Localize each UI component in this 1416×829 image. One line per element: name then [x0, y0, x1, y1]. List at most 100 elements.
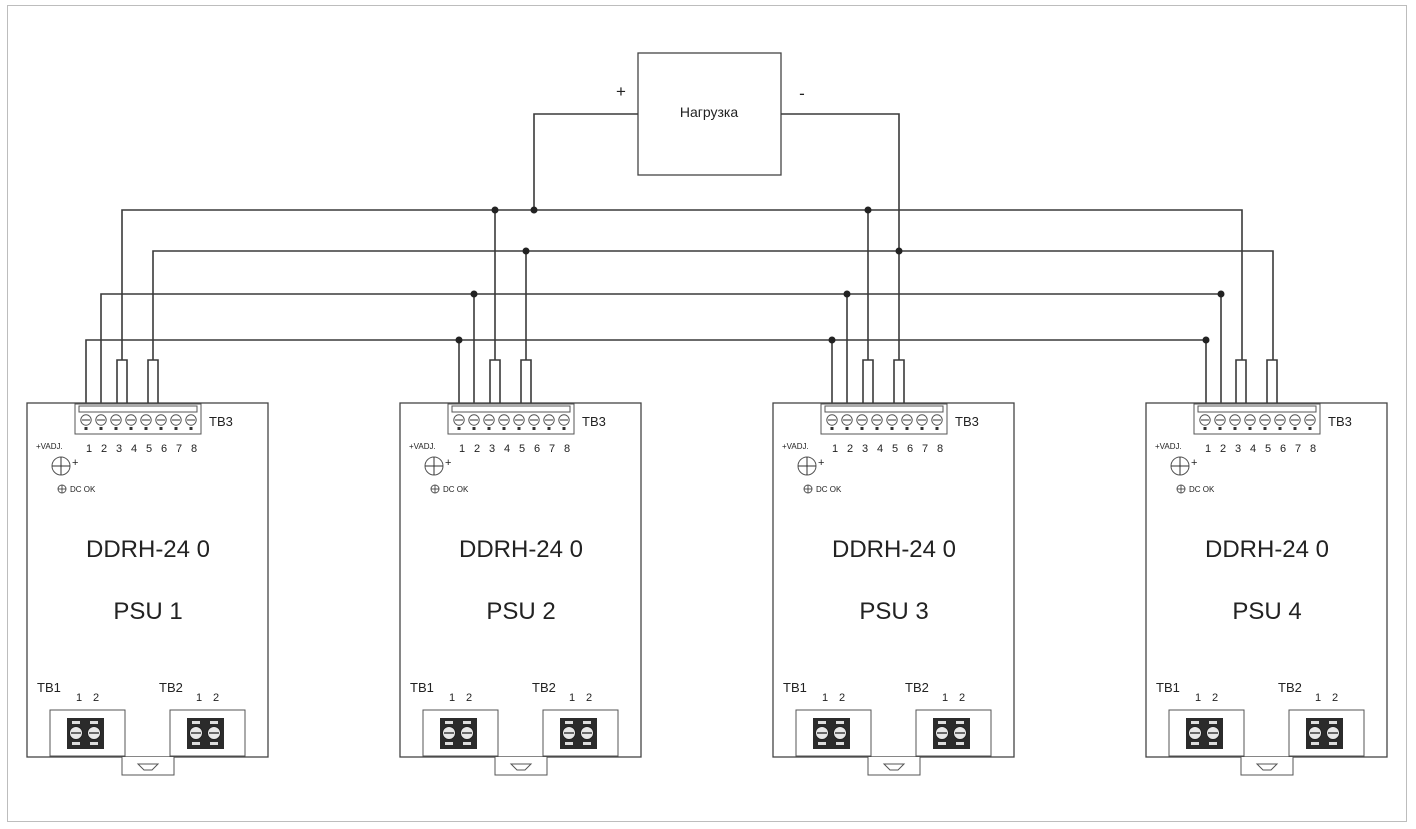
junction-dot	[1202, 336, 1210, 344]
tb1-pin-label: 1	[449, 692, 455, 704]
tb2-label: TB2	[159, 680, 183, 695]
tb3-label: TB3	[1328, 414, 1352, 429]
tb3-strip	[824, 405, 944, 413]
dcok-label: DC OK	[443, 485, 469, 494]
tb3-pin-marker	[502, 427, 506, 430]
tb3-pin-marker	[875, 427, 879, 430]
tb3-pin-label: 2	[101, 443, 107, 455]
vadj-plus: +	[1191, 457, 1197, 469]
tb3-pin-label: 8	[564, 443, 570, 455]
tb3-pin-marker	[114, 427, 118, 430]
tb3-pin-marker	[144, 427, 148, 430]
tb2-pin-label: 2	[959, 692, 965, 704]
tb3-pin-marker	[1278, 427, 1282, 430]
bus-pin1	[85, 339, 1207, 403]
psu-name: PSU 1	[113, 598, 182, 625]
tb2-label: TB2	[1278, 680, 1302, 695]
junction-dot	[864, 206, 872, 214]
tb2-screw-top	[1329, 721, 1337, 724]
tb3-pin-label: 5	[892, 443, 898, 455]
tb3-pin-marker	[174, 427, 178, 430]
jumper-5-6	[893, 359, 905, 403]
tb3-pin-label: 2	[474, 443, 480, 455]
tb2-screw-top	[1311, 721, 1319, 724]
bus-pin2	[100, 293, 1222, 403]
tb1-screw-bottom	[445, 742, 453, 745]
bus-wires	[85, 113, 1274, 403]
tb3-pin-marker	[547, 427, 551, 430]
tb1-screw-bottom	[836, 742, 844, 745]
tb3-pin-marker	[860, 427, 864, 430]
load-block: Нагрузка + -	[616, 52, 805, 176]
tb1-pin-label: 2	[466, 692, 472, 704]
tb2-label: TB2	[532, 680, 556, 695]
load-label: Нагрузка	[680, 104, 738, 120]
tb3-pin-label: 6	[534, 443, 540, 455]
tb1-screw-top	[836, 721, 844, 724]
vadj-label: +VADJ.	[1155, 442, 1182, 451]
jumper-3-4	[1235, 359, 1247, 403]
tb2-screw-top	[583, 721, 591, 724]
jumper-3-4	[116, 359, 128, 403]
tb3-strip	[78, 405, 198, 413]
junction-dot	[470, 290, 478, 298]
tb1-pin-label: 2	[839, 692, 845, 704]
tb1-screw-bottom	[72, 742, 80, 745]
load-plus-sign: +	[616, 82, 626, 101]
tb2-screw-bottom	[210, 742, 218, 745]
tb3-pin-label: 4	[131, 443, 137, 455]
vadj-plus: +	[445, 457, 451, 469]
jumper-3-4	[862, 359, 874, 403]
tb2-pin-label: 1	[942, 692, 948, 704]
tb3-pin-marker	[457, 427, 461, 430]
tb1-label: TB1	[37, 680, 61, 695]
tb1-pin-label: 1	[822, 692, 828, 704]
tb1-label: TB1	[783, 680, 807, 695]
tb1-screw-bottom	[463, 742, 471, 745]
din-clip-tab	[509, 763, 533, 771]
tb2-screw-bottom	[1311, 742, 1319, 745]
tb1-screw-top	[445, 721, 453, 724]
tb3-pin-marker	[1308, 427, 1312, 430]
load-box	[637, 52, 782, 176]
tb1-pin-label: 2	[1212, 692, 1218, 704]
vadj-label: +VADJ.	[36, 442, 63, 451]
tb3-pin-marker	[890, 427, 894, 430]
tb3-pin-label: 5	[1265, 443, 1271, 455]
tb3-pin-label: 7	[1295, 443, 1301, 455]
psu-body	[1145, 402, 1388, 758]
tb3-pin-marker	[905, 427, 909, 430]
tb3-pin-label: 5	[519, 443, 525, 455]
tb1-label: TB1	[410, 680, 434, 695]
vadj-label: +VADJ.	[409, 442, 436, 451]
tb3-pin-label: 2	[847, 443, 853, 455]
tb2-pin-label: 2	[213, 692, 219, 704]
tb2-screw-bottom	[192, 742, 200, 745]
tb2-screw-bottom	[956, 742, 964, 745]
junction-dot	[491, 206, 499, 214]
tb3-pin-marker	[99, 427, 103, 430]
tb2-screw-top	[192, 721, 200, 724]
tb1-pin-label: 1	[1195, 692, 1201, 704]
tb3-pin-label: 1	[86, 443, 92, 455]
tb3-pin-marker	[562, 427, 566, 430]
tb3-pin-label: 4	[877, 443, 883, 455]
dcok-label: DC OK	[1189, 485, 1215, 494]
tb3-pin-label: 1	[459, 443, 465, 455]
vadj-label: +VADJ.	[782, 442, 809, 451]
tb3-pin-marker	[189, 427, 193, 430]
junction-dot	[530, 206, 538, 214]
tb2-pin-label: 1	[569, 692, 575, 704]
tb3-pin-label: 3	[862, 443, 868, 455]
tb2-screw-bottom	[565, 742, 573, 745]
tb3-label: TB3	[209, 414, 233, 429]
bus-pin3	[121, 209, 1243, 360]
jumper-5-6	[520, 359, 532, 403]
tb3-pin-label: 7	[922, 443, 928, 455]
tb3-pin-marker	[472, 427, 476, 430]
tb1-pin-label: 2	[93, 692, 99, 704]
tb3-pin-marker	[517, 427, 521, 430]
